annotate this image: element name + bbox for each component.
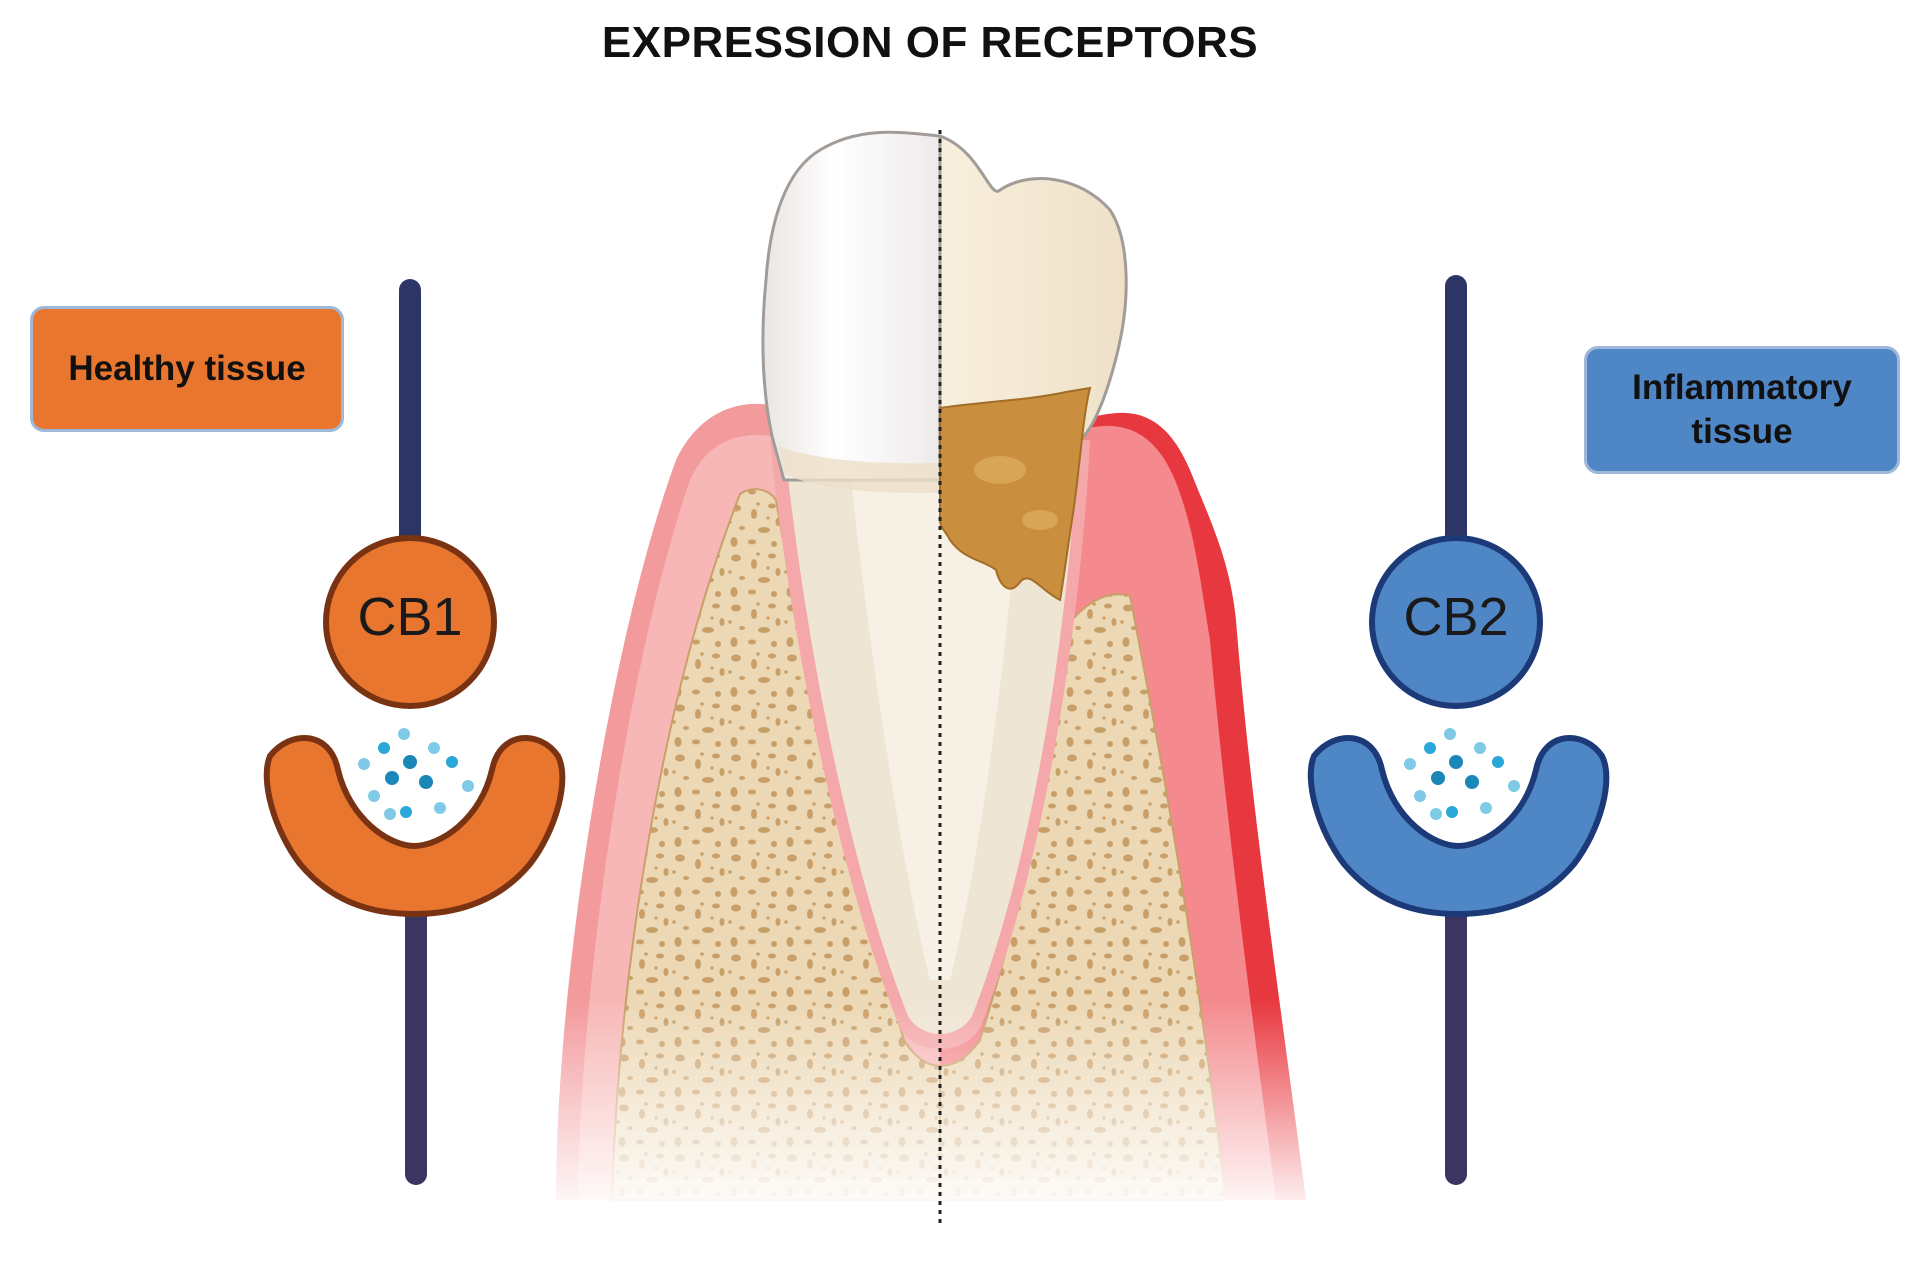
cb1-circle: [323, 535, 497, 709]
healthy-tissue-label: Healthy tissue: [30, 306, 344, 432]
cb2-binding-cup: [1307, 734, 1610, 918]
cb2-label: CB2: [1403, 587, 1509, 647]
diagram-title: EXPRESSION OF RECEPTORS: [601, 18, 1259, 67]
cb2-circle: [1369, 535, 1543, 709]
inflammatory-tissue-label: Inflammatory tissue: [1584, 346, 1900, 474]
cb1-binding-cup: [263, 734, 566, 918]
cb1-receptor: [263, 279, 566, 1185]
cb2-receptor: [1307, 275, 1610, 1185]
cb2-ligand-dots: [1404, 728, 1520, 820]
tooth-crown: [761, 130, 1128, 602]
cb1-ligand-dots: [358, 728, 474, 820]
cb1-label: CB1: [357, 587, 463, 647]
tooth-root: [770, 440, 1090, 1049]
